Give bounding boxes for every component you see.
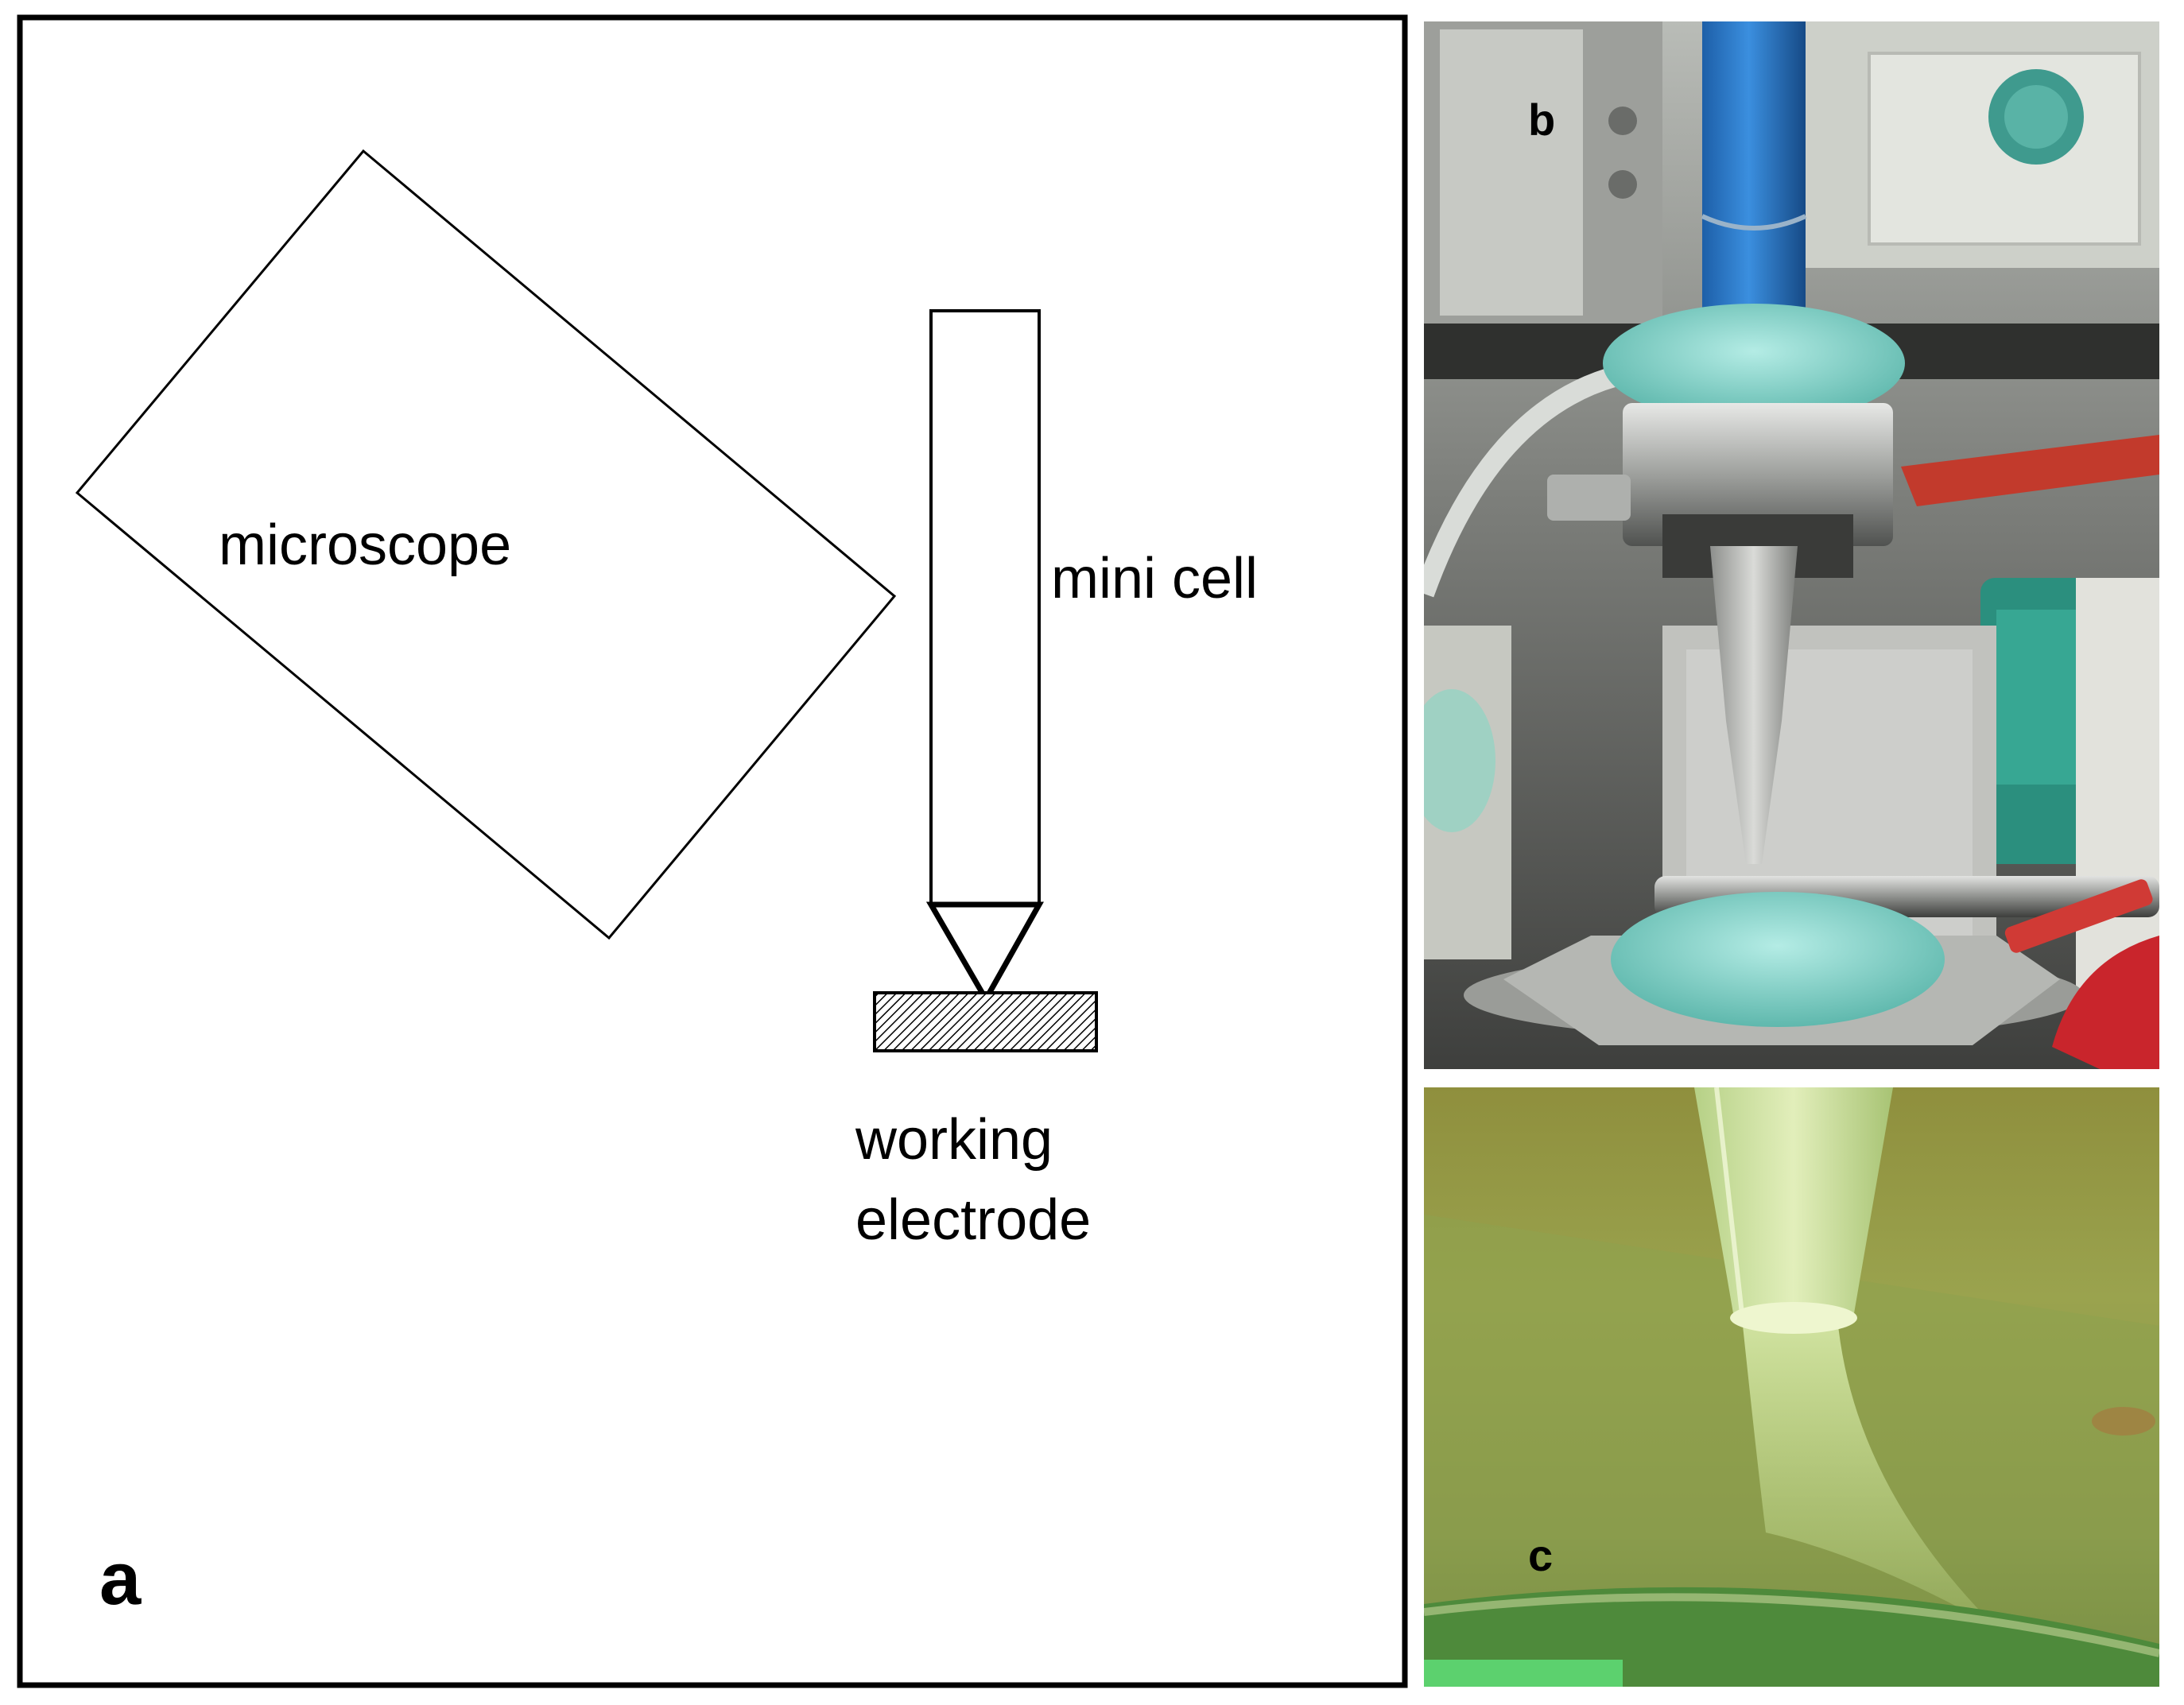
electrode-label-line2: electrode <box>855 1188 1091 1252</box>
working-electrode <box>873 991 1098 1052</box>
panel-b-label: b <box>1528 95 1555 145</box>
microscope-label: microscope <box>219 513 511 577</box>
panel-c-label: c <box>1528 1530 1553 1580</box>
mini-cell-label: mini cell <box>1051 547 1258 610</box>
panel-b-photo: b <box>1424 21 2159 1069</box>
electrode-label-line1: working <box>855 1108 1053 1172</box>
mini-cell-tip <box>925 901 1044 1006</box>
microscope-shape <box>75 149 897 940</box>
panel-a-frame <box>17 14 1408 1688</box>
panel-a: microscope mini cell working electrode a <box>17 14 1408 1688</box>
panel-c-photo: c <box>1424 1087 2159 1687</box>
panel-a-label: a <box>99 1536 142 1620</box>
